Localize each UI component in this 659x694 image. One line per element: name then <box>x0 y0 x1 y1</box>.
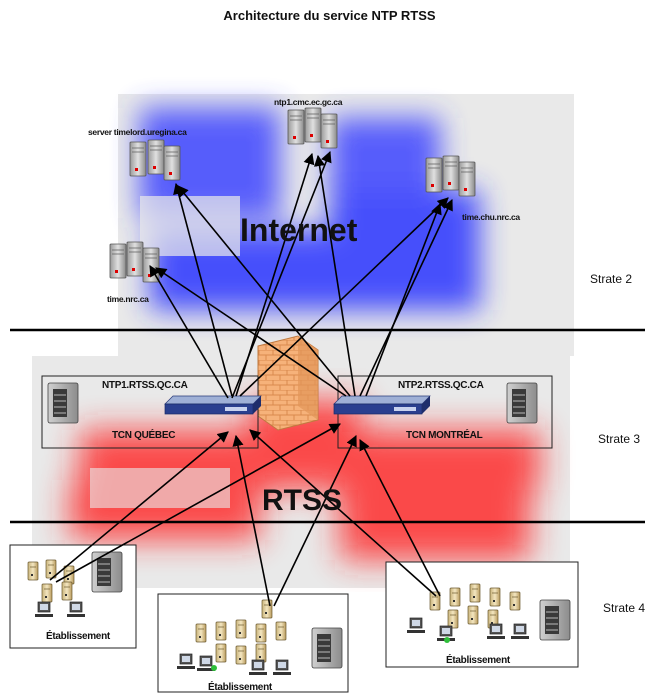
server-chu-icon <box>425 155 476 197</box>
server-cmc-icon <box>287 107 338 149</box>
ntp1-site: TCN QUÉBEC <box>112 430 176 441</box>
ntp1-hostname: NTP1.RTSS.QC.CA <box>102 380 188 391</box>
ntp-sync-arrows <box>49 150 453 607</box>
ntp1-appliance-icon <box>164 395 262 415</box>
server-chu-label: time.chu.nrc.ca <box>462 212 520 222</box>
ntp1-rack-icon <box>47 382 79 424</box>
ntp2-hostname: NTP2.RTSS.QC.CA <box>398 380 484 391</box>
internet-glow <box>140 108 480 310</box>
server-uregina-label: server timelord.uregina.ca <box>88 127 187 137</box>
ntp2-appliance-icon <box>333 395 431 415</box>
server-nrc-icon <box>109 241 160 283</box>
strate-2-label: Strate 2 <box>590 272 633 286</box>
strate-3-label: Strate 3 <box>598 432 641 446</box>
server-cmc-label: ntp1.cmc.ec.gc.ca <box>274 97 343 107</box>
server-uregina-icon <box>129 139 181 181</box>
ntp2-site: TCN MONTRÉAL <box>406 430 483 441</box>
ntp1-box <box>41 375 259 449</box>
ntp2-rack-icon <box>506 382 538 424</box>
establishment-right-label: Établissement <box>446 655 510 666</box>
establishment-right-devices <box>406 583 571 643</box>
establishment-center-label: Établissement <box>208 682 272 693</box>
establishment-center-devices <box>176 599 343 676</box>
rtss-zone-label: RTSS <box>262 484 343 517</box>
page-title: Architecture du service NTP RTSS <box>223 8 436 23</box>
internet-zone-label: Internet <box>240 212 358 248</box>
server-nrc-label: time.nrc.ca <box>107 294 149 304</box>
establishment-left-label: Établissement <box>46 631 110 642</box>
firewall-icon <box>257 335 319 431</box>
strate-4-label: Strate 4 <box>603 601 646 615</box>
